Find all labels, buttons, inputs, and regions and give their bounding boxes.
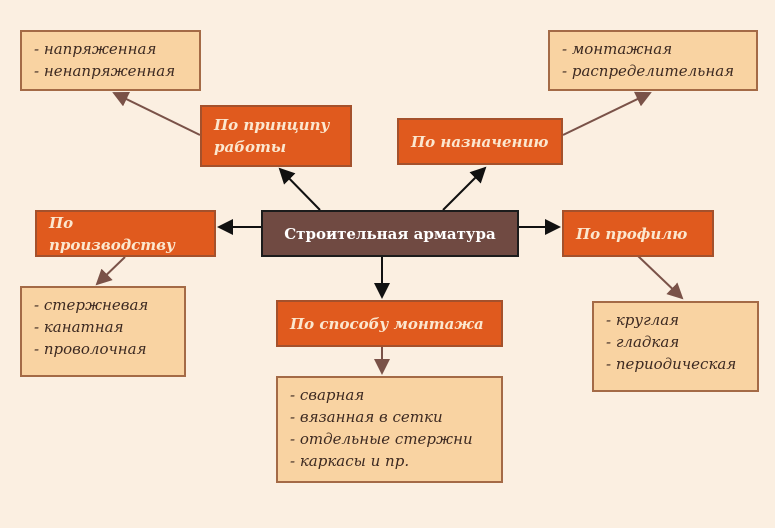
- arrow-to-purpose: [442, 166, 487, 211]
- root-node: Строительная арматура: [261, 210, 519, 257]
- list-item: - монтажная: [562, 40, 673, 58]
- category-label: По принципу работы: [214, 116, 330, 156]
- list-assembly: - сварная - вязанная в сетки - отдельные…: [276, 376, 503, 483]
- root-label: Строительная арматура: [284, 224, 496, 243]
- list-item: - канатная: [34, 318, 124, 336]
- list-item: - ненапряженная: [34, 62, 176, 80]
- list-item: - периодическая: [606, 355, 737, 373]
- category-profile: По профилю: [562, 210, 714, 257]
- list-production: - стержневая - канатная - проволочная: [20, 286, 186, 377]
- arrow-to-principle: [278, 167, 321, 211]
- category-production: По производству: [35, 210, 216, 257]
- category-purpose: По назначению: [397, 118, 563, 165]
- list-item: - гладкая: [606, 333, 680, 351]
- list-profile: - круглая - гладкая - периодическая: [592, 301, 759, 392]
- category-label: По производству: [49, 213, 175, 254]
- category-label: По назначению: [411, 132, 549, 151]
- list-item: - проволочная: [34, 340, 147, 358]
- list-item: - распределительная: [562, 62, 735, 80]
- list-purpose: - монтажная - распределительная: [548, 30, 758, 91]
- list-item: - стержневая: [34, 296, 149, 314]
- list-principle: - напряженная - ненапряженная: [20, 30, 201, 91]
- list-item: - сварная: [290, 386, 365, 404]
- list-item: - напряженная: [34, 40, 157, 58]
- category-assembly: По способу монтажа: [276, 300, 503, 347]
- list-item: - каркасы и пр.: [290, 452, 410, 470]
- category-label: По способу монтажа: [290, 314, 484, 333]
- list-item: - круглая: [606, 311, 680, 329]
- list-item: - отдельные стержни: [290, 430, 473, 448]
- list-item: - вязанная в сетки: [290, 408, 443, 426]
- category-label: По профилю: [576, 224, 688, 243]
- category-principle: По принципу работы: [200, 105, 352, 167]
